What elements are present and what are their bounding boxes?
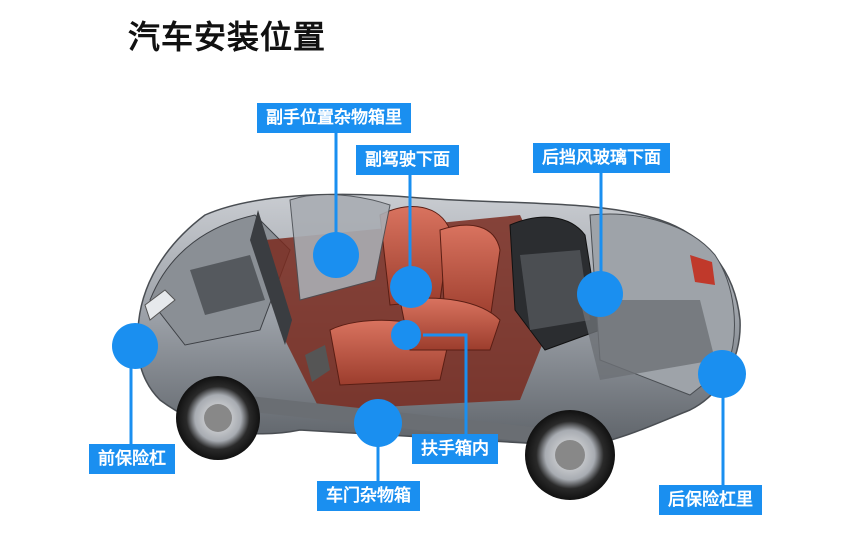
marker-under-rear-windshield [577, 271, 623, 317]
marker-under-passenger-seat [390, 266, 432, 308]
label-armrest-box: 扶手箱内 [412, 434, 498, 464]
label-door-storage: 车门杂物箱 [317, 481, 420, 511]
marker-front-bumper [112, 323, 158, 369]
label-under-passenger-seat: 副驾驶下面 [356, 145, 459, 175]
label-glovebox: 副手位置杂物箱里 [257, 103, 411, 133]
label-rear-bumper: 后保险杠里 [659, 485, 762, 515]
page-title: 汽车安装位置 [128, 18, 327, 56]
marker-armrest-box [391, 320, 421, 350]
leader-armrest [423, 333, 468, 436]
label-front-bumper: 前保险杠 [89, 444, 175, 474]
label-under-rear-windshield: 后挡风玻璃下面 [533, 143, 670, 173]
marker-rear-bumper [698, 350, 746, 398]
marker-door-storage [354, 399, 402, 447]
marker-glovebox [313, 232, 359, 278]
